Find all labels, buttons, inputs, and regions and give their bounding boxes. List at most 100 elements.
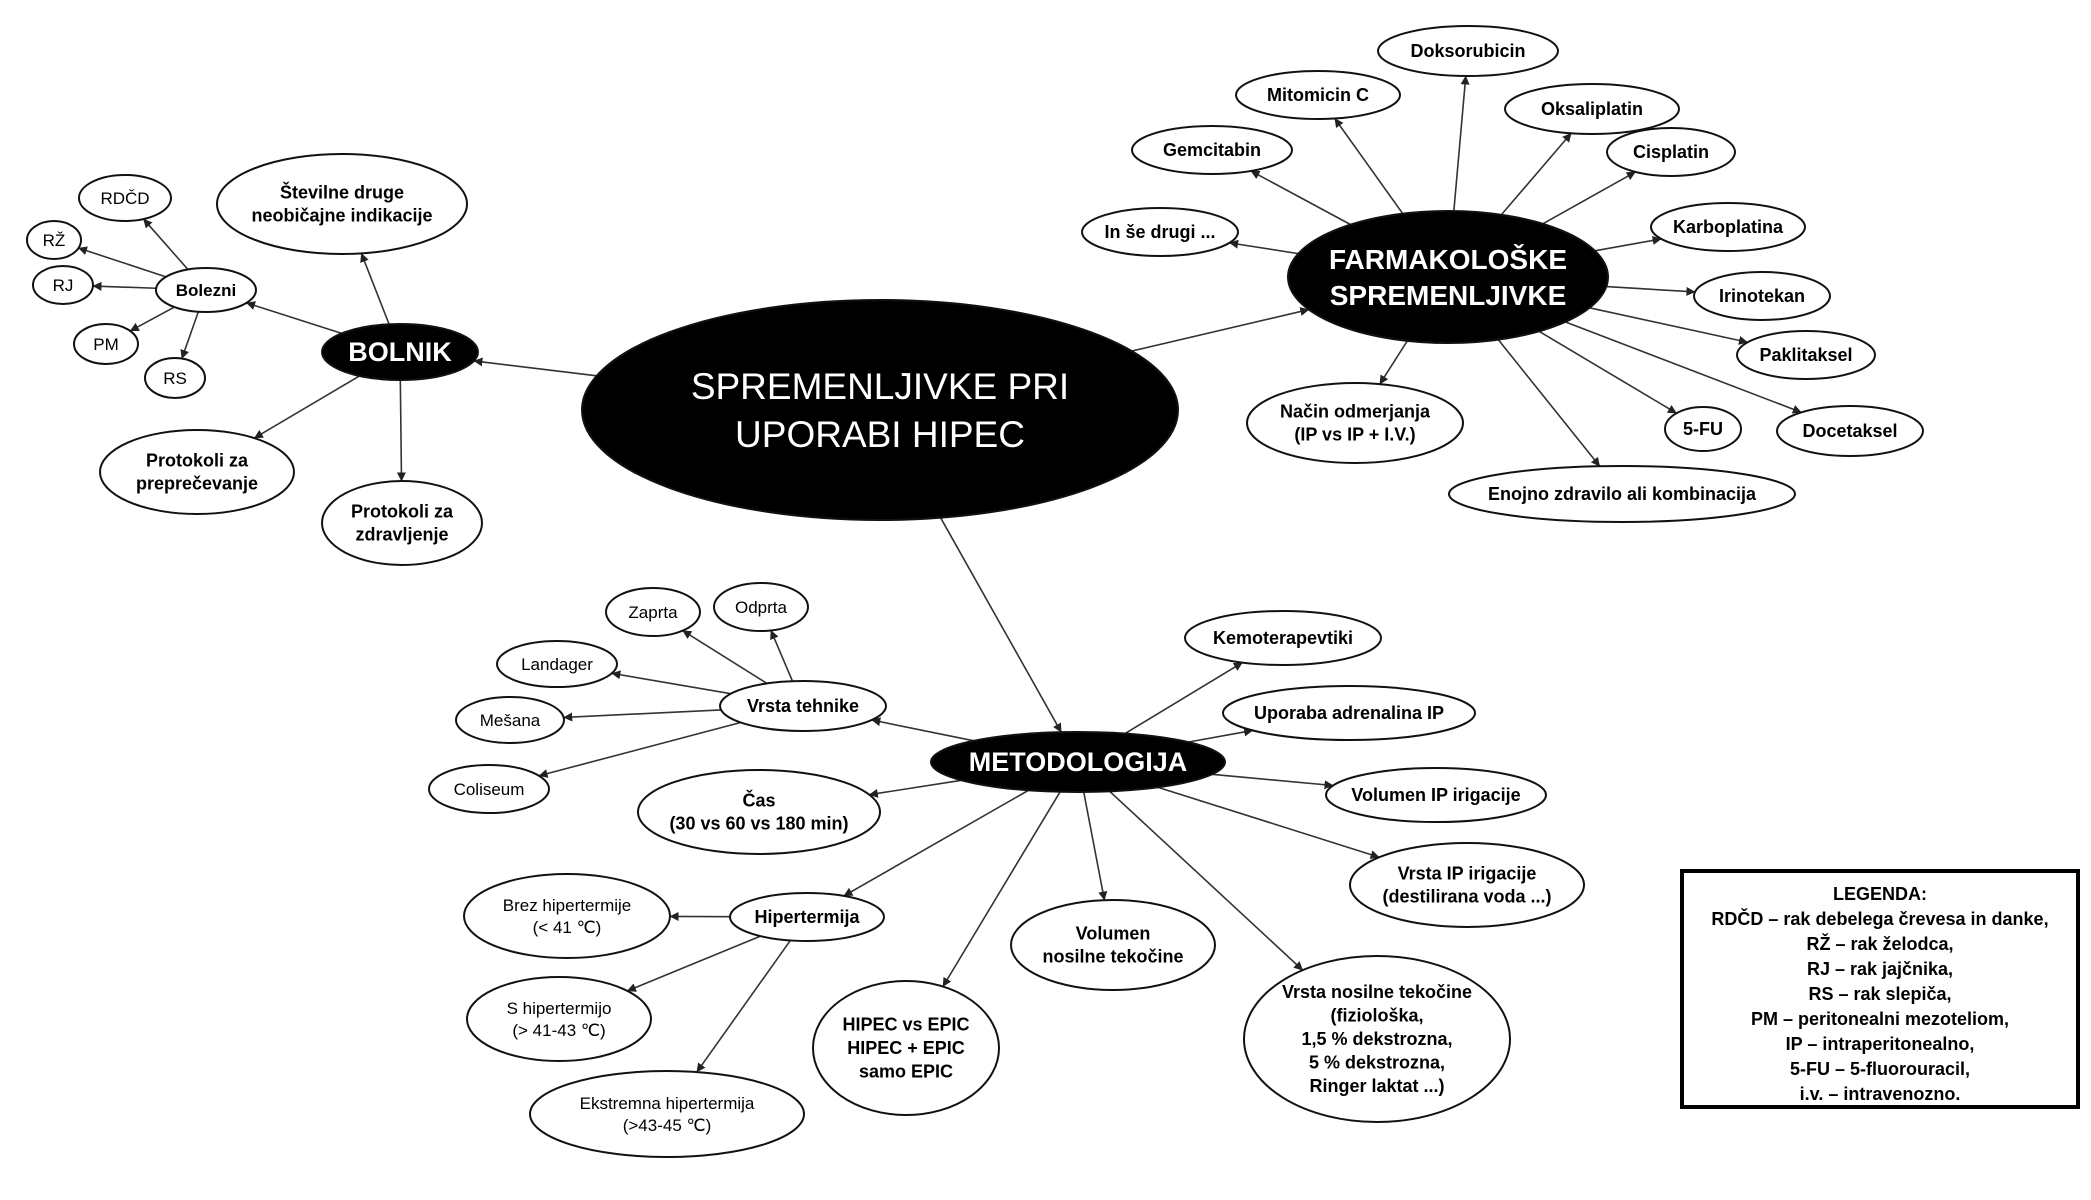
node-enojno: Enojno zdravilo ali kombinacija: [1448, 465, 1796, 523]
node-oksa-label: Oksaliplatin: [1541, 99, 1643, 119]
node-gemc-shape: [1131, 125, 1293, 175]
arrow-farm-to-drugi: [1229, 239, 1299, 255]
node-prepr-shape: [99, 429, 295, 515]
node-volir-label: Volumen IP irigacije: [1351, 785, 1520, 805]
arrow-metod-to-volir: [1211, 773, 1334, 790]
arrow-bolnik-to-prepr: [253, 375, 360, 439]
arrow-farm-to-doks: [1453, 75, 1470, 212]
node-landager-shape: [496, 640, 618, 688]
node-karbo-label: Karboplatina: [1673, 217, 1784, 237]
node-volir-shape: [1325, 767, 1547, 823]
arrow-bolezni-to-rs: [180, 311, 200, 359]
node-zaprta-label: Zaprta: [628, 603, 678, 622]
connector-arrows: [78, 75, 1802, 1073]
node-landager-label: Landager: [521, 655, 593, 674]
arrow-farm-to-pakli: [1589, 307, 1748, 345]
legend-item: RDČD – rak debelega črevesa in danke,: [1711, 909, 2049, 929]
node-nacin-label: Način odmerjanja(IP vs IP + I.V.): [1280, 401, 1431, 444]
node-brez-shape: [463, 873, 671, 959]
node-hiper: Hipertermija: [729, 892, 885, 942]
node-brez: Brez hipertermije(< 41 ℃): [463, 873, 671, 959]
arrow-vrsta-to-landager: [611, 670, 731, 695]
node-doks-shape: [1377, 25, 1559, 77]
arrow-farm-to-fu: [1538, 330, 1677, 414]
arrow-farm-to-oksa: [1500, 132, 1572, 216]
arrow-center-to-bolnik: [473, 357, 597, 377]
arrow-bolezni-to-rj: [92, 281, 157, 291]
node-rdcd-shape: [78, 174, 172, 222]
node-rs-label: RS: [163, 369, 187, 388]
node-ekstr-label: Ekstremna hipertermija(>43-45 ℃): [580, 1093, 755, 1134]
node-farm-shape: [1287, 210, 1609, 344]
node-brez-label: Brez hipertermije(< 41 ℃): [503, 895, 632, 936]
arrow-metod-to-volnos: [1082, 791, 1108, 901]
legend-item: RŽ – rak želodca,: [1806, 934, 1954, 954]
node-bolnik-shape: [321, 323, 479, 381]
arrow-farm-to-karbo: [1594, 236, 1662, 252]
node-mito: Mitomicin C: [1235, 70, 1401, 120]
node-irino: Irinotekan: [1693, 271, 1831, 321]
node-drugi-shape: [1081, 207, 1239, 257]
node-rdcd: RDČD: [78, 174, 172, 222]
node-volnos-shape: [1010, 899, 1216, 991]
node-kemo: Kemoterapevtiki: [1184, 610, 1382, 666]
node-fu: 5-FU: [1664, 406, 1742, 452]
legend-item: RJ – rak jajčnika,: [1806, 959, 1954, 979]
node-cisp-shape: [1606, 127, 1736, 177]
node-rz-label: RŽ: [43, 231, 66, 250]
node-karbo-shape: [1650, 202, 1806, 252]
node-zaprta-shape: [605, 587, 701, 637]
node-shiper: S hipertermijo(> 41-43 ℃): [466, 976, 652, 1062]
arrow-bolnik-to-druge: [360, 252, 390, 325]
node-enojno-shape: [1448, 465, 1796, 523]
node-mesana: Mešana: [455, 696, 565, 744]
arrow-metod-to-kemo: [1124, 661, 1243, 735]
node-shiper-label: S hipertermijo(> 41-43 ℃): [507, 998, 612, 1039]
node-vrir: Vrsta IP irigacije(destilirana voda ...): [1349, 842, 1585, 928]
node-karbo: Karboplatina: [1650, 202, 1806, 252]
node-kemo-shape: [1184, 610, 1382, 666]
node-mesana-label: Mešana: [480, 711, 541, 730]
node-odprta-label: Odprta: [735, 598, 788, 617]
node-metod: METODOLOGIJA: [930, 731, 1226, 793]
arrow-bolnik-to-bolezni: [246, 301, 342, 335]
node-odprta-shape: [713, 582, 809, 632]
node-coliseum: Coliseum: [428, 764, 550, 814]
node-pm-shape: [73, 323, 139, 365]
arrow-metod-to-cas: [868, 779, 962, 798]
arrow-metod-to-hiper: [843, 789, 1029, 897]
node-rs: RS: [144, 357, 206, 399]
node-coliseum-shape: [428, 764, 550, 814]
arrow-metod-to-vrsta: [871, 717, 975, 742]
node-pm-label: PM: [93, 335, 119, 354]
node-rj-shape: [32, 265, 94, 305]
arrow-hiper-to-shiper: [626, 935, 761, 992]
node-zdrav-shape: [321, 480, 483, 566]
node-odprta: Odprta: [713, 582, 809, 632]
node-rz: RŽ: [26, 220, 82, 260]
node-vrnos-shape: [1243, 955, 1511, 1123]
arrow-metod-to-vrnos: [1109, 790, 1304, 971]
arrow-bolezni-to-pm: [129, 306, 175, 332]
node-metod-shape: [930, 731, 1226, 793]
node-pakli-shape: [1736, 330, 1876, 380]
node-oksa-shape: [1504, 83, 1680, 135]
node-bolezni-shape: [155, 267, 257, 313]
arrow-metod-to-hipecepic: [942, 791, 1061, 987]
node-adren-label: Uporaba adrenalina IP: [1254, 703, 1444, 723]
arrow-farm-to-doce: [1564, 321, 1802, 414]
node-pakli-label: Paklitaksel: [1759, 345, 1852, 365]
arrow-vrsta-to-zaprta: [682, 629, 768, 685]
node-pakli: Paklitaksel: [1736, 330, 1876, 380]
node-doce-shape: [1776, 405, 1924, 457]
node-bolnik: BOLNIK: [321, 323, 479, 381]
